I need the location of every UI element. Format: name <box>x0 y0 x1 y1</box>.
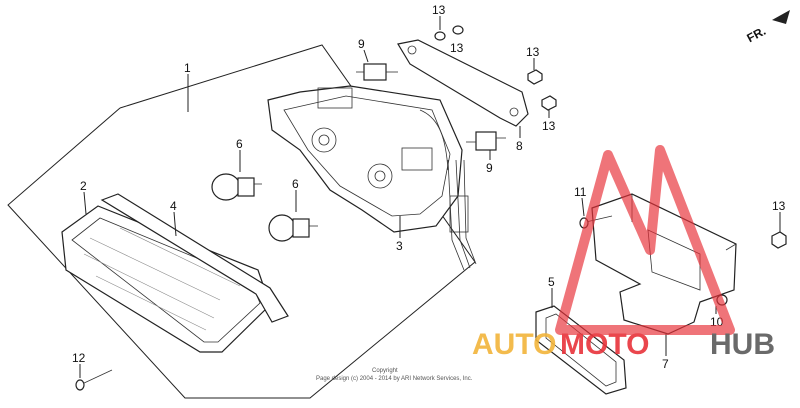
callout-11: 11 <box>574 185 587 199</box>
copyright-line1: Copyright <box>372 368 398 374</box>
callout-3: 3 <box>396 239 403 253</box>
mounting-bracket <box>397 39 529 127</box>
callout-2: 2 <box>80 179 87 193</box>
callout-13e: 13 <box>772 199 786 213</box>
bulb-upper <box>211 173 262 201</box>
callout-7: 7 <box>662 357 669 371</box>
assembly-outline <box>7 44 476 399</box>
callout-13a: 13 <box>432 3 446 17</box>
tail-light-housing <box>267 85 463 233</box>
nut-13d <box>541 95 557 118</box>
watermark-text-moto: MOTO <box>560 328 649 361</box>
callout-8: 8 <box>516 139 523 153</box>
nut-13a <box>434 16 446 41</box>
nut-13c <box>527 58 543 85</box>
watermark-logo: AUTO MOTO HUB <box>472 145 775 361</box>
callout-5: 5 <box>548 275 555 289</box>
leader-9a <box>363 49 369 63</box>
callout-1: 1 <box>184 61 191 75</box>
lens-gasket <box>100 193 289 323</box>
callout-9b: 9 <box>486 161 493 175</box>
socket-lower <box>466 131 506 151</box>
leader-4 <box>173 211 177 237</box>
nut-13e <box>771 212 787 249</box>
watermark-text-auto: AUTO <box>472 328 556 361</box>
callout-13d: 13 <box>542 119 556 133</box>
callout-6b: 6 <box>292 177 299 191</box>
screw-12 <box>75 369 113 391</box>
callout-6a: 6 <box>236 137 243 151</box>
front-arrow-icon <box>772 10 790 24</box>
nut-13b <box>452 25 464 35</box>
front-direction-marker: FR. <box>744 10 790 45</box>
socket-upper <box>356 63 398 81</box>
watermark-text-hub: HUB <box>710 328 775 361</box>
callout-13c: 13 <box>526 45 540 59</box>
copyright-line2: Page design (c) 2004 - 2014 by ARI Netwo… <box>316 376 473 382</box>
license-bracket <box>591 193 737 335</box>
watermark-triangle-icon <box>555 145 735 335</box>
callout-4: 4 <box>170 199 177 213</box>
leader-2 <box>83 191 87 215</box>
tail-lens <box>61 205 271 353</box>
bulb-lower <box>268 214 318 242</box>
front-direction-label: FR. <box>744 24 768 45</box>
callout-13b: 13 <box>450 41 464 55</box>
leader-11 <box>581 197 585 217</box>
wire-harness <box>447 159 477 271</box>
callout-12: 12 <box>72 351 86 365</box>
callout-9a: 9 <box>358 37 365 51</box>
